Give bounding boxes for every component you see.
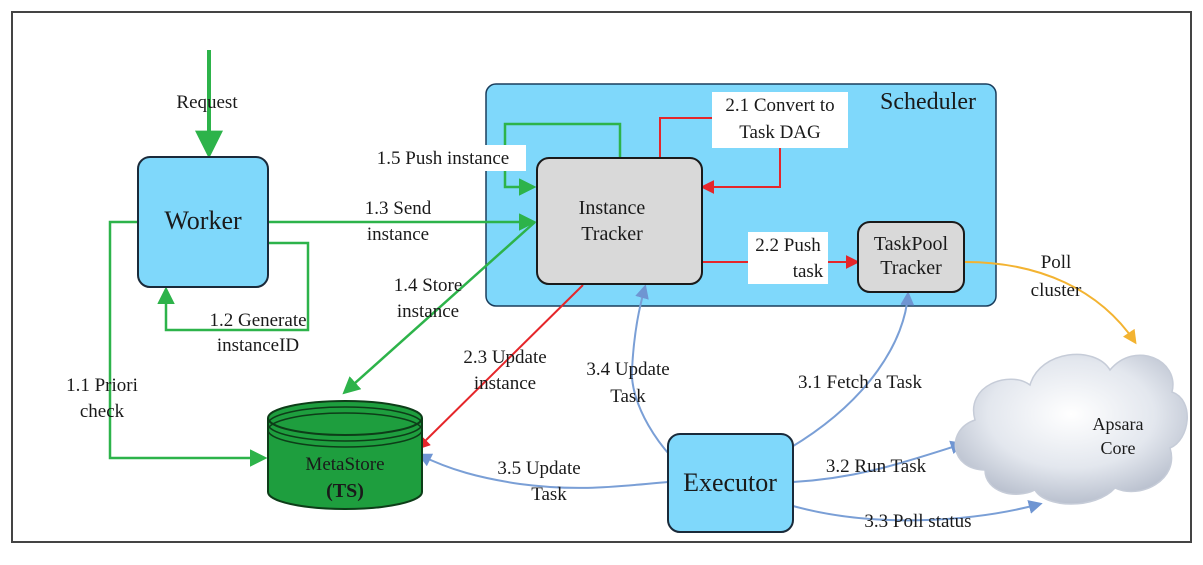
edge-1-1-priori-check: [108, 220, 268, 467]
apsara-core-cloud: Apsara Core: [954, 353, 1188, 505]
label-1-3-line1: 1.3 Send: [365, 198, 432, 219]
label-2-2-line2: task: [793, 261, 824, 282]
label-2-2-bg: [748, 232, 828, 284]
label-3-1: 3.1 Fetch a Task: [798, 372, 922, 393]
metastore-label: MetaStore: [305, 454, 384, 475]
edge-3-1-fetch-task: [789, 291, 915, 449]
taskpool-tracker-node: TaskPool Tracker: [857, 221, 965, 293]
executor-node: Executor: [667, 433, 794, 533]
edge-3-2-run-task: [792, 440, 965, 483]
edge-1-2-generate-instanceid: [157, 241, 310, 332]
label-1-3-line2: instance: [367, 224, 429, 245]
edge-labels: Request 1.1 Priori check 1.2 Generate in…: [66, 92, 1082, 532]
label-2-3-line1: 2.3 Update: [463, 347, 546, 368]
label-request: Request: [176, 92, 238, 113]
instance-tracker-node: Instance Tracker: [536, 157, 703, 285]
metastore-node: MetaStore (TS): [267, 400, 423, 510]
metastore-ts-label: (TS): [326, 480, 364, 502]
edge-2-3-update-instance: [416, 284, 584, 450]
edge-3-3-poll-status: [792, 500, 1043, 522]
worker-label: Worker: [164, 206, 242, 235]
label-3-4-line2: Task: [610, 386, 646, 407]
instance-tracker-label-1: Instance: [579, 197, 646, 219]
label-3-4-line1: 3.4 Update: [586, 359, 669, 380]
label-1-5-bg: [360, 145, 526, 171]
label-3-2: 3.2 Run Task: [826, 456, 927, 477]
label-poll-line2: cluster: [1031, 280, 1082, 301]
apsara-label-2: Core: [1101, 438, 1136, 458]
label-3-5-line2: Task: [531, 484, 567, 505]
edge-1-4-store-instance: [342, 221, 536, 395]
edge-3-5-update-task: [417, 453, 669, 489]
label-2-3-line2: instance: [474, 373, 536, 394]
taskpool-tracker-label-2: Tracker: [880, 257, 942, 279]
executor-label: Executor: [683, 468, 777, 497]
label-1-5: 1.5 Push instance: [377, 148, 509, 169]
label-1-1-line1: 1.1 Priori: [66, 375, 138, 396]
scheduler-label: Scheduler: [880, 89, 976, 115]
label-2-1-bg: [712, 92, 848, 148]
edge-poll-cluster: [964, 261, 1137, 345]
label-1-4-line1: 1.4 Store: [394, 275, 463, 296]
taskpool-tracker-label-1: TaskPool: [874, 233, 949, 255]
worker-node: Worker: [137, 156, 269, 288]
label-2-2-line1: 2.2 Push: [755, 235, 821, 256]
label-2-1-line1: 2.1 Convert to: [725, 95, 834, 116]
label-3-3: 3.3 Poll status: [864, 511, 971, 532]
label-poll-line1: Poll: [1041, 252, 1072, 273]
green-edges: [108, 50, 622, 467]
apsara-label-1: Apsara: [1093, 414, 1144, 434]
label-1-1-line2: check: [80, 401, 125, 422]
label-1-2-line2: instanceID: [217, 335, 299, 356]
label-1-4-line2: instance: [397, 301, 459, 322]
label-2-1-line2: Task DAG: [739, 122, 821, 143]
edge-1-5-push-instance: [503, 122, 622, 196]
label-3-5-line1: 3.5 Update: [497, 458, 580, 479]
label-1-2-line1: 1.2 Generate: [209, 310, 306, 331]
instance-tracker-label-2: Tracker: [581, 223, 643, 245]
